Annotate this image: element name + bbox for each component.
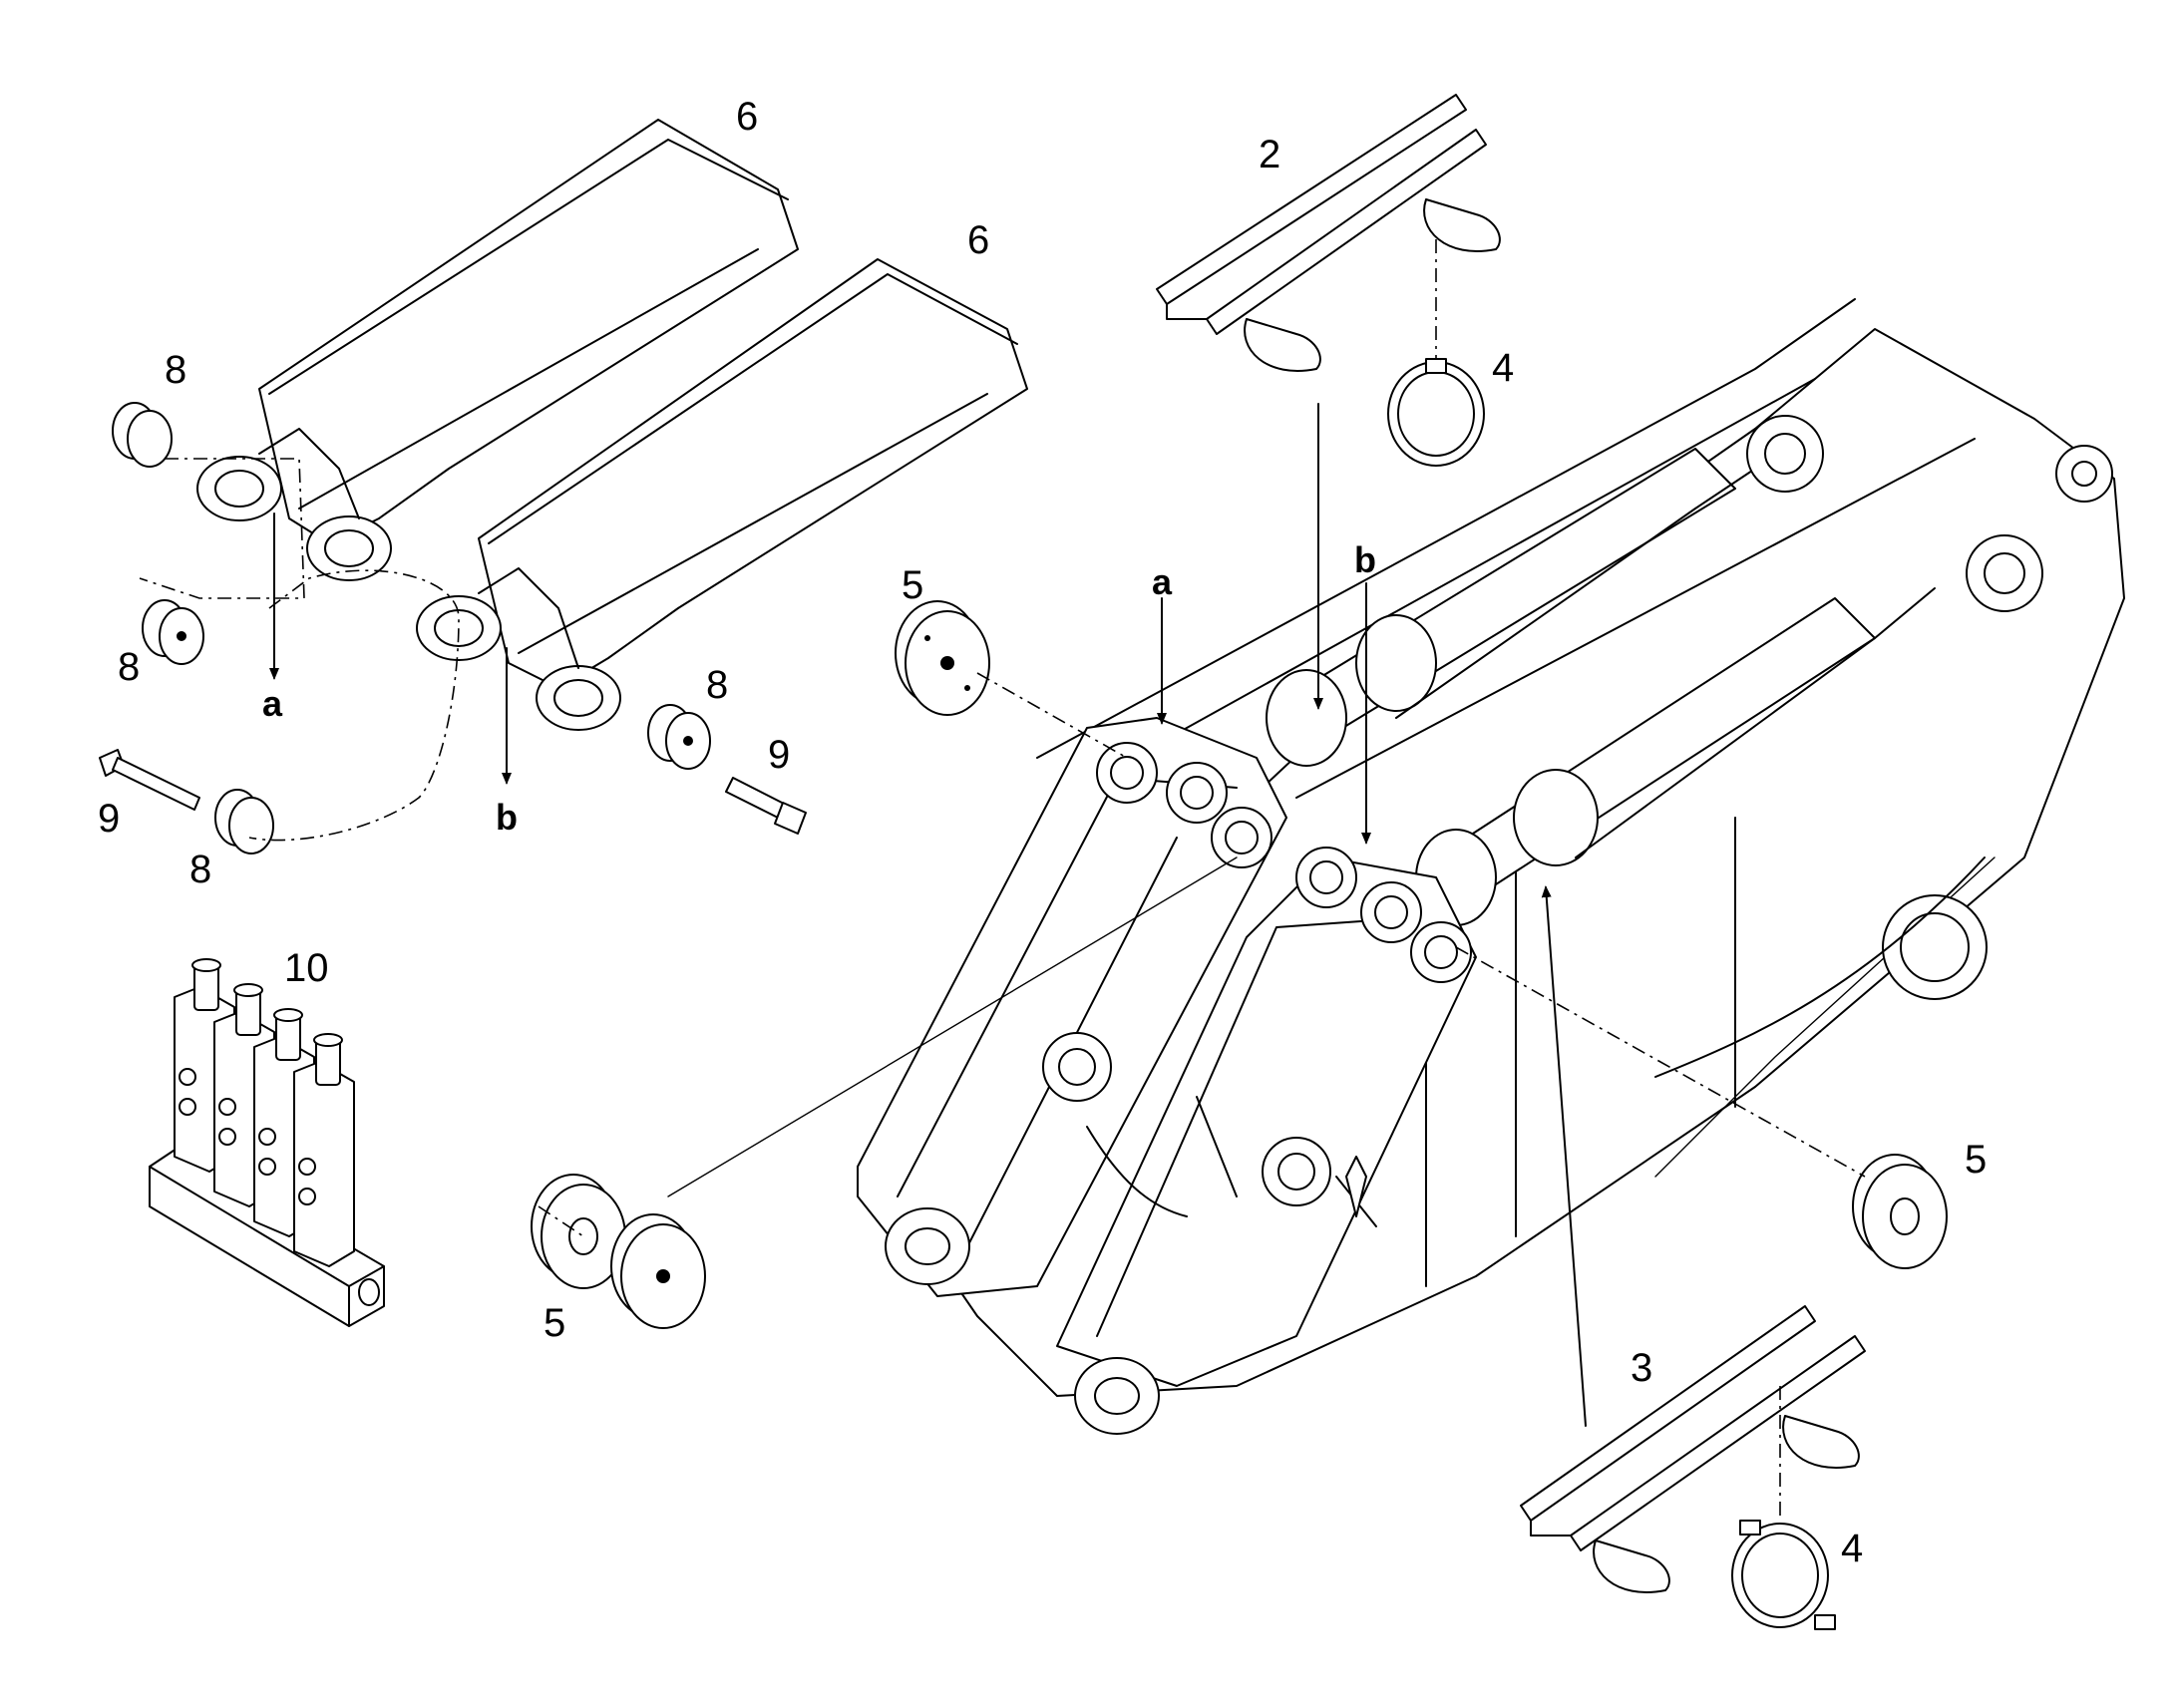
callout-5: 5 bbox=[544, 1301, 565, 1345]
callout-2: 2 bbox=[1259, 133, 1280, 176]
ref-b: b bbox=[496, 797, 518, 838]
callout-5: 5 bbox=[1965, 1138, 1987, 1182]
callout-6: 6 bbox=[736, 95, 758, 139]
callout-labels: 6 6 2 4 8 8 8 8 9 9 5 5 5 10 3 4 a b a b bbox=[98, 95, 1987, 1570]
ref-a: a bbox=[1152, 561, 1173, 602]
bolt-9-right bbox=[725, 777, 807, 835]
flange-5-lower-b bbox=[610, 1213, 706, 1329]
callout-8: 8 bbox=[706, 663, 728, 707]
arrows bbox=[269, 403, 1587, 1427]
callout-9: 9 bbox=[98, 797, 120, 841]
callout-4: 4 bbox=[1841, 1527, 1863, 1570]
clamp-4-lower bbox=[1731, 1520, 1836, 1630]
bushing-8-right bbox=[647, 704, 711, 770]
callout-8: 8 bbox=[118, 645, 140, 689]
ref-a: a bbox=[262, 683, 283, 724]
bracket-3 bbox=[1520, 1305, 1866, 1593]
bushing-8-mid bbox=[142, 599, 204, 665]
ref-b: b bbox=[1354, 539, 1376, 580]
callout-8: 8 bbox=[189, 848, 211, 891]
callout-5: 5 bbox=[902, 563, 923, 607]
callout-8: 8 bbox=[165, 348, 186, 392]
bracket-2 bbox=[1156, 94, 1501, 372]
flange-5-top bbox=[895, 600, 990, 716]
callout-4: 4 bbox=[1492, 346, 1514, 390]
valve-4 bbox=[293, 1033, 355, 1267]
boom-cover-lower bbox=[416, 258, 1028, 731]
bushing-8-top bbox=[112, 402, 173, 468]
clamp-4-upper bbox=[1387, 358, 1485, 467]
flange-5-lower-a bbox=[531, 1174, 626, 1289]
boom-cover-upper bbox=[196, 119, 799, 581]
bushing-8-lower-left bbox=[214, 789, 274, 854]
callout-10: 10 bbox=[284, 946, 329, 990]
valve-block-10 bbox=[149, 958, 385, 1327]
bolt-9-left bbox=[99, 749, 200, 811]
callout-9: 9 bbox=[768, 733, 790, 777]
main-boom-assembly bbox=[857, 298, 2125, 1435]
flange-5-right bbox=[1852, 1154, 1948, 1269]
assembly-lines bbox=[139, 239, 1866, 1521]
callout-6: 6 bbox=[967, 218, 989, 262]
callout-3: 3 bbox=[1631, 1346, 1652, 1390]
